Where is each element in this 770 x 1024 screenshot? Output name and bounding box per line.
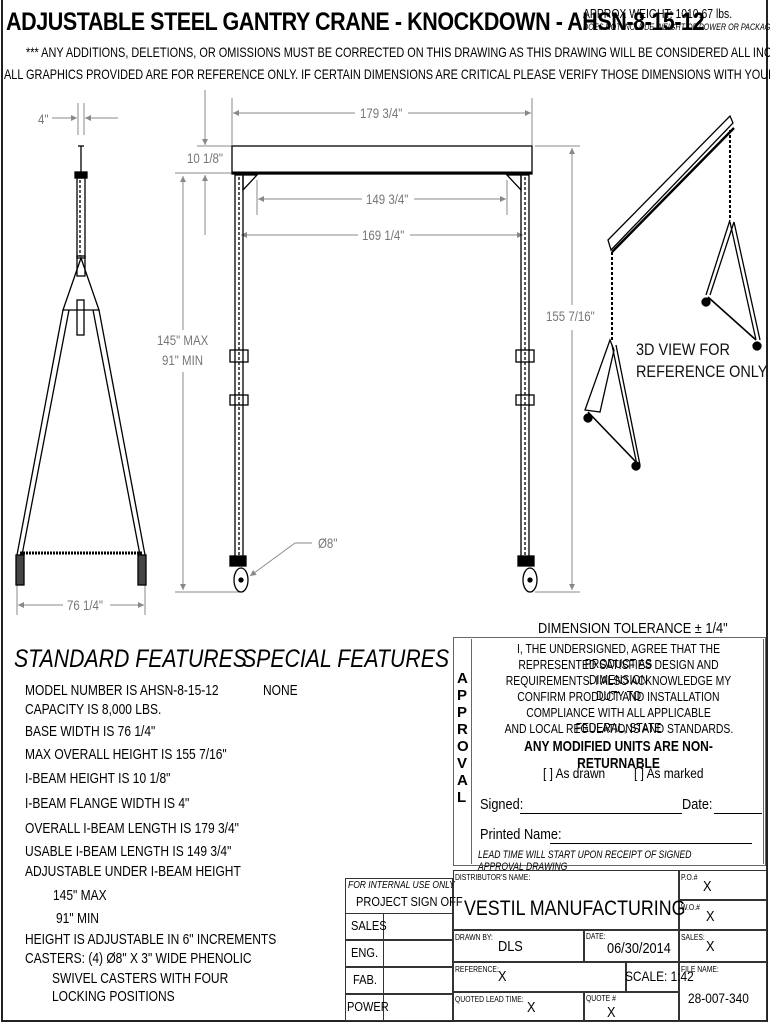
- feature-item: CAPACITY IS 8,000 LBS.: [25, 701, 162, 718]
- dim-beam-height: 10 1/8": [187, 150, 224, 166]
- dimension-tolerance: DIMENSION TOLERANCE ± 1/4": [538, 620, 728, 637]
- dim-usable-length: 149 3/4": [366, 191, 409, 207]
- signoff-row-sales: SALES: [351, 918, 387, 933]
- file-name-label: FILE NAME:: [681, 965, 719, 974]
- feature-item: USABLE I-BEAM LENGTH IS 149 3/4": [25, 843, 232, 860]
- wo-label: W.O.#: [681, 903, 700, 912]
- approval-letter: A: [457, 772, 468, 789]
- approval-statement-line: CONFIRM PRODUCT AND INSTALLATION: [517, 689, 720, 704]
- approval-letter: A: [457, 670, 468, 687]
- reference-warning: ALL GRAPHICS PROVIDED ARE FOR REFERENCE …: [4, 66, 770, 82]
- approval-letter: L: [457, 789, 467, 806]
- po-value: X: [703, 878, 712, 895]
- drawn-by-label: DRAWN BY:: [455, 933, 493, 942]
- standard-features-heading: STANDARD FEATURES: [14, 645, 247, 673]
- as-marked-checkbox[interactable]: [ ] As marked: [634, 765, 704, 781]
- dim-height-max: 145" MAX: [157, 332, 209, 348]
- feature-item: ADJUSTABLE UNDER I-BEAM HEIGHT: [25, 863, 241, 880]
- approval-letter: P: [457, 704, 468, 721]
- dim-base-width: 76 1/4": [67, 597, 104, 613]
- distributor-name: VESTIL MANUFACTURING: [464, 897, 686, 920]
- scale-value: SCALE: 1:42: [625, 968, 694, 984]
- drawing-title: ADJUSTABLE STEEL GANTRY CRANE - KNOCKDOW…: [6, 8, 705, 36]
- feature-item: CASTERS: (4) Ø8" X 3" WIDE PHENOLIC: [25, 950, 252, 967]
- dim-caster-diameter: Ø8": [318, 535, 338, 551]
- date-value: 06/30/2014: [607, 940, 671, 957]
- project-signoff-title: PROJECT SIGN OFF: [356, 894, 463, 909]
- feature-item: LOCKING POSITIONS: [52, 988, 175, 1005]
- special-features-heading: SPECIAL FEATURES: [242, 645, 450, 673]
- crane-drawing: [15, 90, 762, 615]
- dim-height-min: 91" MIN: [162, 352, 204, 368]
- inclusive-warning: *** ANY ADDITIONS, DELETIONS, OR OMISSIO…: [26, 44, 770, 60]
- internal-use-label: FOR INTERNAL USE ONLY: [348, 880, 455, 891]
- approval-letter: V: [457, 755, 468, 772]
- special-feature-item: NONE: [263, 682, 298, 699]
- approx-weight: APPROX WEIGHT: 1010.67 lbs.: [583, 6, 733, 21]
- signed-label: Signed:: [480, 796, 524, 813]
- feature-item: I-BEAM FLANGE WIDTH IS 4": [25, 795, 190, 812]
- dim-flange-width: 4": [38, 111, 49, 127]
- feature-item: HEIGHT IS ADJUSTABLE IN 6" INCREMENTS: [25, 931, 277, 948]
- feature-item: SWIVEL CASTERS WITH FOUR: [52, 970, 229, 987]
- signoff-power-field[interactable]: [384, 995, 452, 1020]
- lead-time-label: QUOTED LEAD TIME:: [455, 995, 524, 1004]
- sales-value: X: [706, 938, 715, 955]
- feature-item: MAX OVERALL HEIGHT IS 155 7/16": [25, 746, 227, 763]
- reference-value: X: [498, 968, 507, 985]
- printed-name-label: Printed Name:: [480, 826, 562, 843]
- approval-statement-line: REPRESENTED SATISFIES DESIGN AND DIMENSI…: [518, 657, 719, 687]
- non-returnable-notice: ANY MODIFIED UNITS ARE NON-RETURNABLE: [524, 738, 713, 772]
- signature-field[interactable]: [520, 813, 682, 814]
- distributor-label: DISTRIBUTOR'S NAME:: [455, 873, 531, 882]
- file-name-value: 28-007-340: [688, 990, 749, 1006]
- feature-item: I-BEAM HEIGHT IS 10 1/8": [25, 770, 171, 787]
- view-3d-label-1: 3D VIEW FOR: [636, 340, 730, 359]
- feature-item: 145" MAX: [53, 887, 107, 904]
- approval-letter: P: [457, 687, 468, 704]
- quote-label: QUOTE #: [586, 994, 616, 1003]
- po-label: P.O.#: [681, 873, 698, 882]
- feature-item: 91" MIN: [56, 910, 99, 927]
- quote-value: X: [607, 1004, 616, 1021]
- sales-label: SALES:: [681, 933, 705, 942]
- approval-box: A P P R O V A L I, THE UNDERSIGNED, AGRE…: [453, 637, 766, 873]
- as-drawn-checkbox[interactable]: [ ] As drawn: [543, 765, 606, 781]
- signoff-row-eng: ENG.: [351, 945, 379, 960]
- approval-letter: R: [457, 721, 468, 738]
- signoff-row-fab: FAB.: [353, 972, 377, 987]
- dim-overall-length: 179 3/4": [360, 105, 403, 121]
- dim-overall-height: 155 7/16": [546, 308, 595, 324]
- date-block-label: DATE:: [586, 932, 606, 941]
- signoff-eng-field[interactable]: [384, 941, 452, 966]
- feature-item: BASE WIDTH IS 76 1/4": [25, 723, 156, 740]
- printed-name-field[interactable]: [550, 843, 752, 844]
- approval-letter: O: [457, 738, 469, 755]
- feature-item: MODEL NUMBER IS AHSN-8-15-12: [25, 682, 219, 699]
- reference-label: REFERENCE:: [455, 965, 499, 974]
- signoff-row-power: POWER: [347, 999, 389, 1014]
- approval-statement-line: I, THE UNDERSIGNED, AGREE THAT THE PRODU…: [516, 641, 721, 671]
- weight-note: DOES NOT INCLUDE WEIGHT OF POWER OR PACK…: [583, 22, 770, 32]
- drawn-by-value: DLS: [498, 938, 523, 955]
- signoff-fab-field[interactable]: [384, 968, 452, 993]
- feature-item: OVERALL I-BEAM LENGTH IS 179 3/4": [25, 820, 239, 837]
- date-label: Date:: [682, 796, 713, 813]
- approval-statement-line: COMPLIANCE WITH ALL APPLICABLE FEDERAL, …: [526, 705, 711, 735]
- wo-value: X: [706, 908, 715, 925]
- dim-leg-span: 169 1/4": [362, 227, 405, 243]
- lead-time-value: X: [527, 999, 536, 1016]
- signoff-sales-field[interactable]: [384, 914, 452, 939]
- approval-statement-line: REQUIREMENTS. I ALSO ACKNOWLEDGE MY DUTY…: [505, 673, 732, 703]
- view-3d-label-2: REFERENCE ONLY: [636, 362, 768, 381]
- approval-statement-line: AND LOCAL REGULATIONS AND STANDARDS.: [504, 721, 733, 736]
- date-field[interactable]: [714, 813, 762, 814]
